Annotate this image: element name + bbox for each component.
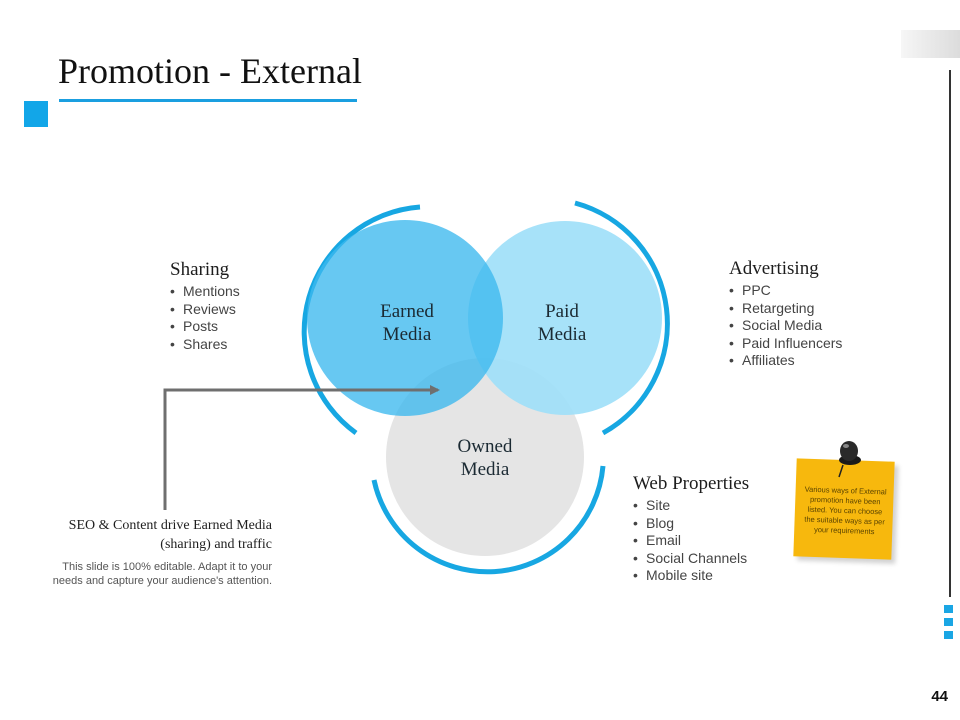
slide-title: Promotion - External <box>58 51 362 91</box>
earned-label-line1: Earned <box>380 301 434 322</box>
earned-media-circle <box>307 220 503 416</box>
advertising-item: Retargeting <box>729 300 842 318</box>
earned-label-line2: Media <box>383 324 432 345</box>
pushpin-icon <box>838 441 861 478</box>
sharing-item: Shares <box>170 336 240 354</box>
page-number: 44 <box>931 688 948 705</box>
top-right-tab <box>901 30 960 58</box>
advertising-group: Advertising PPC Retargeting Social Media… <box>729 258 842 370</box>
advertising-item: Social Media <box>729 317 842 335</box>
web-properties-group: Web Properties Site Blog Email Social Ch… <box>633 473 749 585</box>
owned-label-line1: Owned <box>458 436 513 457</box>
sticky-note-text: Various ways of External promotion have … <box>804 484 887 537</box>
web-properties-item: Blog <box>633 515 749 533</box>
web-properties-item: Email <box>633 532 749 550</box>
paid-outer-arc <box>574 200 670 436</box>
web-properties-heading: Web Properties <box>633 473 750 494</box>
advertising-heading: Advertising <box>729 258 819 279</box>
owned-label-line2: Media <box>461 459 510 480</box>
seo-description: This slide is 100% editable. Adapt it to… <box>52 561 272 587</box>
web-properties-item: Site <box>633 497 749 515</box>
owned-outer-arc <box>371 465 606 575</box>
sharing-heading: Sharing <box>170 259 230 280</box>
sharing-group: Sharing Mentions Reviews Posts Shares <box>170 259 240 353</box>
title-underline <box>59 99 357 102</box>
seo-arrow <box>163 385 440 510</box>
paid-label-line2: Media <box>538 324 587 345</box>
right-vertical-rule <box>949 70 951 597</box>
sharing-item: Posts <box>170 318 240 336</box>
paid-label-line1: Paid <box>545 301 579 322</box>
earned-outer-arc <box>301 204 421 436</box>
sharing-item: Reviews <box>170 301 240 319</box>
advertising-item: PPC <box>729 282 842 300</box>
seo-callout: SEO & Content drive Earned Media (sharin… <box>30 516 272 588</box>
web-properties-item: Mobile site <box>633 567 749 585</box>
decorative-dots <box>944 605 956 644</box>
sharing-item: Mentions <box>170 283 240 301</box>
advertising-item: Affiliates <box>729 352 842 370</box>
web-properties-item: Social Channels <box>633 550 749 568</box>
accent-square <box>24 101 48 127</box>
seo-title: SEO & Content drive Earned Media (sharin… <box>68 518 272 552</box>
paid-media-circle <box>468 221 662 415</box>
advertising-item: Paid Influencers <box>729 335 842 353</box>
